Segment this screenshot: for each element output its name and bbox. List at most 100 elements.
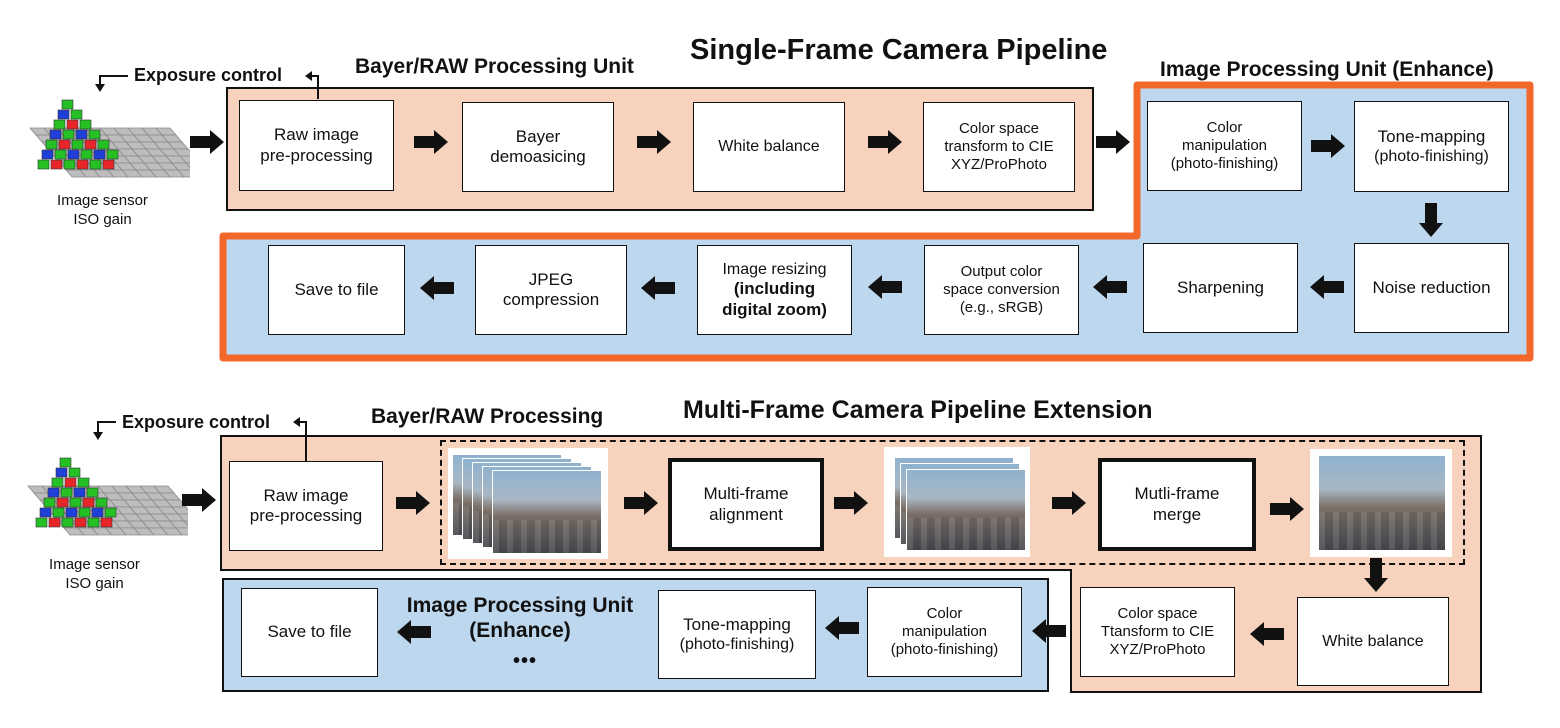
- sensor-pixel: [171, 162, 190, 171]
- sensor-color-filter: [100, 517, 113, 528]
- sensor-color-filter: [80, 149, 93, 160]
- sensor-color-filter: [73, 487, 86, 498]
- sensor-color-filter: [57, 109, 70, 120]
- arrow-output-to-resize: [868, 275, 902, 299]
- sensor-color-filter: [77, 477, 90, 488]
- sensor-color-filter: [97, 139, 110, 150]
- sharpening-box: Sharpening: [1143, 243, 1298, 333]
- sensor-pixel: [177, 513, 188, 522]
- sensor-color-filter: [104, 507, 117, 518]
- arrow-merged-to-wb: [1364, 558, 1388, 592]
- arrow-tone-to-noise: [1419, 203, 1443, 237]
- tone-mapping-box: Tone-mapping(photo-finishing): [1354, 101, 1509, 192]
- sensor-color-filter: [60, 487, 73, 498]
- sensor-color-filter: [65, 507, 78, 518]
- merged-frame-photo: [1310, 449, 1452, 557]
- sensor-color-filter: [84, 139, 97, 150]
- ellipsis-more: •••: [512, 650, 537, 672]
- sensor-color-filter: [75, 129, 88, 140]
- sensor-color-filter: [45, 139, 58, 150]
- sensor-color-filter: [53, 119, 66, 130]
- sensor-color-filter: [49, 129, 62, 140]
- arrow-demosaic-to-wb: [637, 130, 671, 154]
- sensor-color-filter: [79, 119, 92, 130]
- white-balance-box-2: White balance: [1297, 597, 1449, 686]
- arrow-cst-to-colorman: [1096, 130, 1130, 154]
- arrow-jpeg-to-save: [420, 276, 454, 300]
- sensor-pixel: [179, 155, 190, 164]
- sensor-color-filter: [61, 99, 74, 110]
- arrow-colorman-to-tone-2: [825, 616, 859, 640]
- sensor-color-filter: [70, 109, 83, 120]
- sensor-color-filter: [35, 517, 48, 528]
- sensor-color-filter: [88, 129, 101, 140]
- sensor-color-filter: [39, 507, 52, 518]
- sensor-color-filter: [68, 467, 81, 478]
- sensor-color-filter: [55, 467, 68, 478]
- bayer-raw-unit-title: Bayer/RAW Processing Unit: [355, 55, 634, 78]
- save-to-file-box: Save to file: [268, 245, 405, 335]
- arrow-sensor-to-raw-2: [182, 488, 216, 512]
- sensor-color-filter: [74, 517, 87, 528]
- sensor-color-filter: [76, 159, 89, 170]
- single-frame-title: Single-Frame Camera Pipeline: [690, 34, 1108, 66]
- sensor-color-filter: [69, 497, 82, 508]
- aligned-frames-photo: [884, 447, 1030, 557]
- arrow-burst-to-align: [624, 491, 658, 515]
- arrow-merge-to-merged: [1270, 497, 1304, 521]
- arrow-wb-to-cst: [868, 130, 902, 154]
- arrow-aligned-to-merge: [1052, 491, 1086, 515]
- sensor-color-filter: [51, 477, 64, 488]
- sensor-color-filter: [78, 507, 91, 518]
- sensor-color-filter: [62, 129, 75, 140]
- bayer-raw-processing-title: Bayer/RAW Processing: [371, 405, 604, 428]
- exposure-control-label: Exposure control: [134, 65, 283, 85]
- sensor-pixel: [169, 520, 188, 529]
- sensor-color-filter: [58, 139, 71, 150]
- sensor-color-filter: [86, 487, 99, 498]
- sensor-color-filter: [106, 149, 119, 160]
- sensor-color-filter: [91, 507, 104, 518]
- tone-mapping-box-2: Tone-mapping(photo-finishing): [658, 590, 816, 679]
- multi-frame-title: Multi-Frame Camera Pipeline Extension: [683, 396, 1153, 424]
- arrow-colorman-to-tone: [1311, 134, 1345, 158]
- ipu-title: Image Processing Unit (Enhance): [1160, 58, 1494, 81]
- sensor-color-filter: [102, 159, 115, 170]
- arrow-sensor-to-raw: [190, 130, 224, 154]
- image-sensor-icon-2: [27, 457, 188, 536]
- sensor-color-filter: [50, 159, 63, 170]
- sensor-pixel: [177, 169, 190, 178]
- sensor-color-filter: [67, 149, 80, 160]
- arrow-sharpening-to-output: [1093, 275, 1127, 299]
- sensor-color-filter: [87, 517, 100, 528]
- sensor-color-filter: [43, 497, 56, 508]
- sensor-color-filter: [95, 497, 108, 508]
- multi-frame-dashed-group: [440, 440, 1465, 565]
- sensor-color-filter: [66, 119, 79, 130]
- sensor-color-filter: [47, 487, 60, 498]
- arrow-align-to-aligned: [834, 491, 868, 515]
- arrow-resize-to-jpeg: [641, 276, 675, 300]
- sensor-color-filter: [56, 497, 69, 508]
- sensor-pixel: [171, 506, 188, 515]
- sensor-pixel: [183, 520, 188, 527]
- sensor-pixel: [173, 148, 190, 157]
- arrow-raw-to-burst: [396, 491, 430, 515]
- sensor-color-filter: [71, 139, 84, 150]
- arrow-raw-to-demosaic: [414, 130, 448, 154]
- sensor-pixel: [175, 527, 188, 536]
- white-balance-box: White balance: [693, 102, 845, 192]
